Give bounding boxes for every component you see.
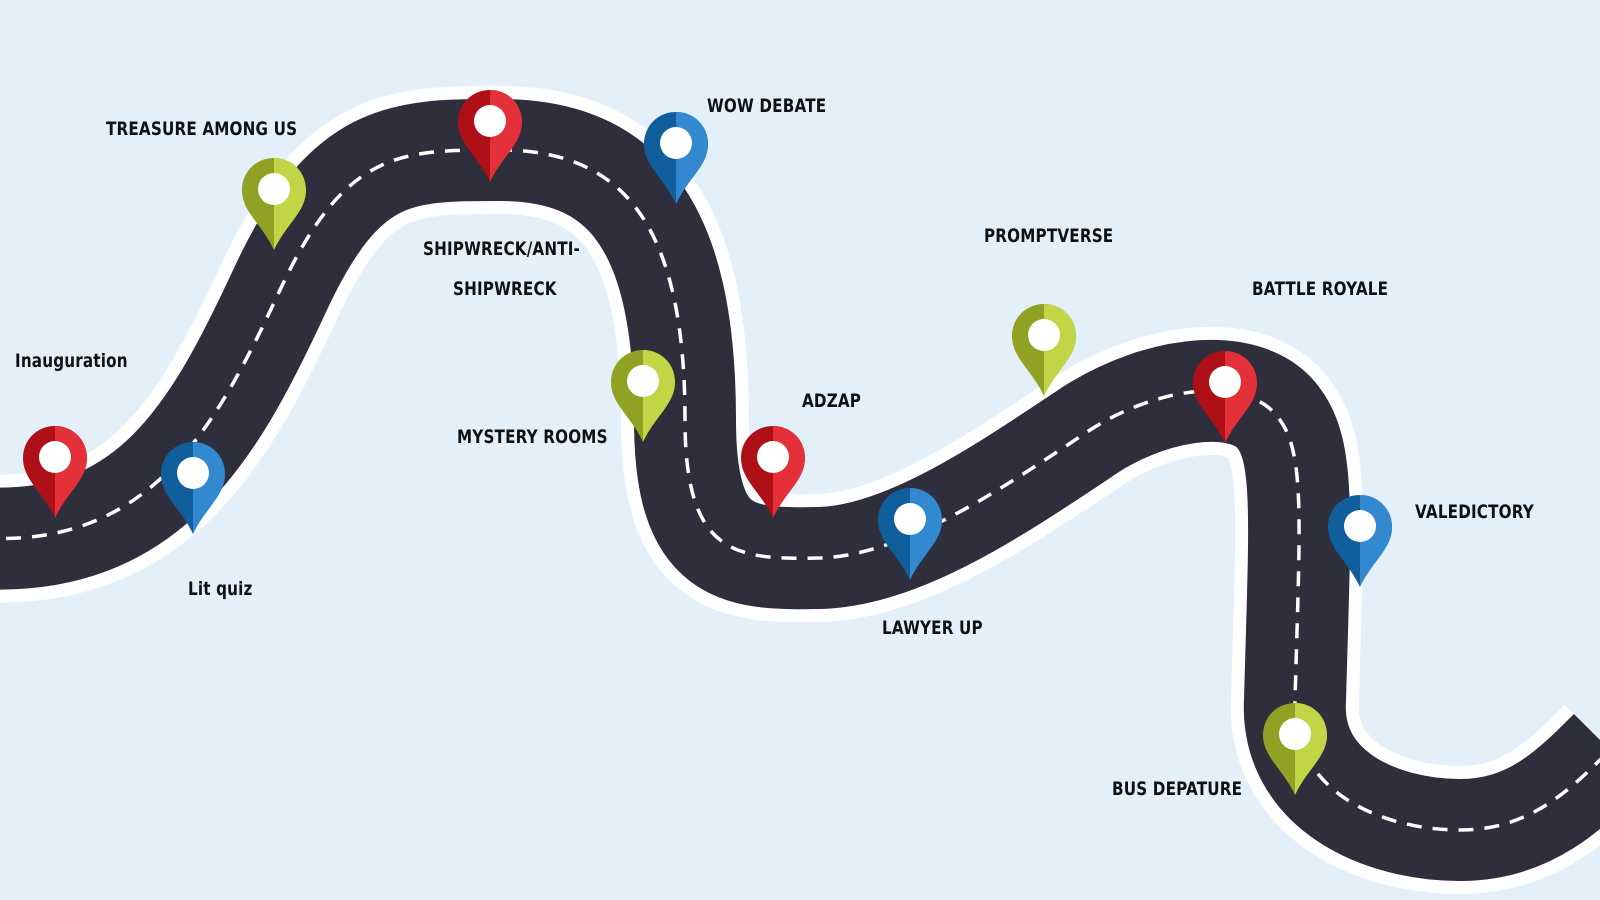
label-battle-royale: BATTLE ROYALE xyxy=(1252,278,1389,300)
label-bus-depature: BUS DEPATURE xyxy=(1112,778,1243,800)
label-promptverse: PROMPTVERSE xyxy=(984,225,1114,247)
map-marker-icon[interactable] xyxy=(1010,302,1078,398)
label-lawyer-up: LAWYER UP xyxy=(882,617,983,639)
map-marker-icon[interactable] xyxy=(876,486,944,582)
label-mystery-rooms: MYSTERY ROOMS xyxy=(457,426,608,448)
label-lit-quiz: Lit quiz xyxy=(188,578,253,600)
map-marker-icon[interactable] xyxy=(739,424,807,520)
map-marker-icon[interactable] xyxy=(240,156,308,252)
map-marker-icon[interactable] xyxy=(1326,493,1394,589)
map-marker-icon[interactable] xyxy=(21,424,89,520)
label-treasure-among-us: TREASURE AMONG US xyxy=(106,118,298,140)
map-marker-icon[interactable] xyxy=(1261,701,1329,797)
label-wow-debate: WOW DEBATE xyxy=(707,95,827,117)
map-marker-icon[interactable] xyxy=(159,440,227,536)
label-shipwreck-line1: SHIPWRECK/ANTI- xyxy=(423,238,581,260)
label-inauguration: Inauguration xyxy=(15,350,128,372)
label-valedictory: VALEDICTORY xyxy=(1415,501,1534,523)
map-marker-icon[interactable] xyxy=(642,110,710,206)
map-marker-icon[interactable] xyxy=(1191,349,1259,445)
label-shipwreck-line2: SHIPWRECK xyxy=(453,278,557,300)
map-marker-icon[interactable] xyxy=(609,348,677,444)
map-marker-icon[interactable] xyxy=(456,88,524,184)
label-adzap: ADZAP xyxy=(802,390,862,412)
